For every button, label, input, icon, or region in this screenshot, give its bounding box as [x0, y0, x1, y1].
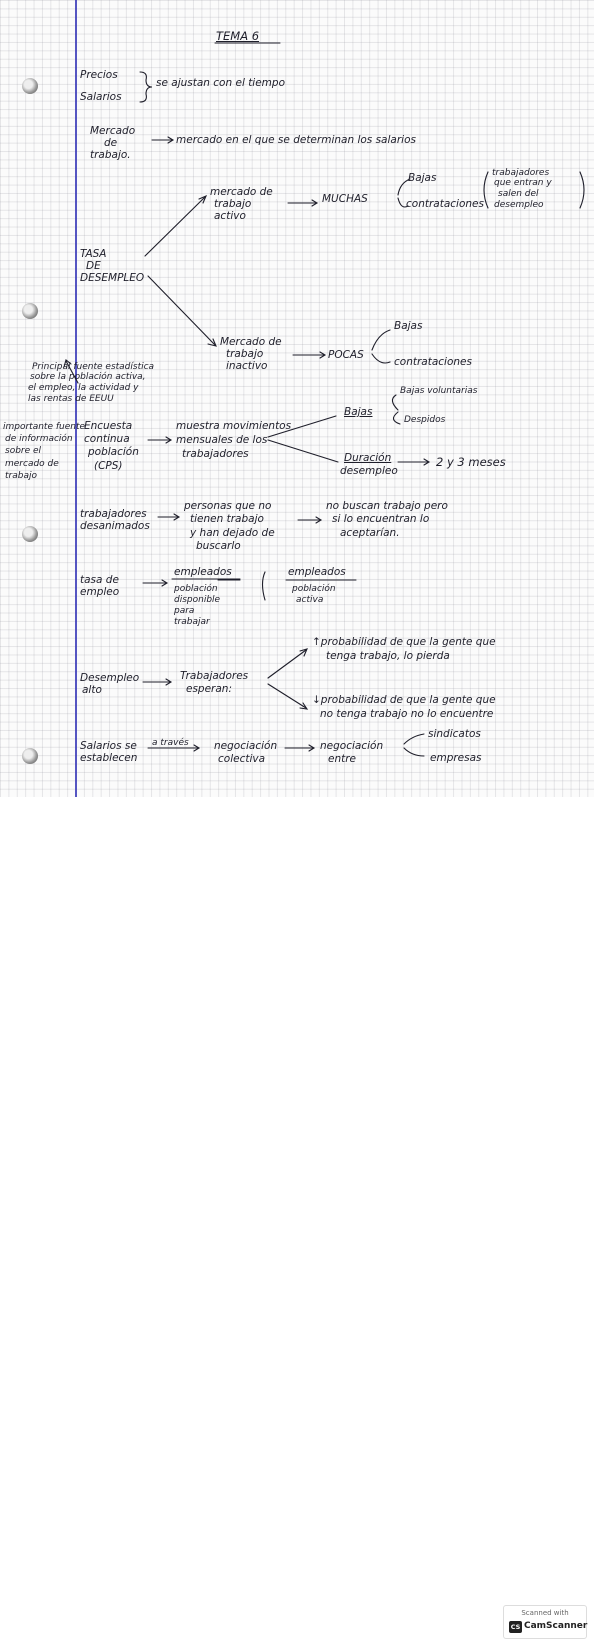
- bajas2-label: Bajas: [394, 320, 423, 332]
- notebook-page: TEMA 6 Precios Salarios se ajustan con e…: [0, 0, 594, 797]
- despidos-label: Despidos: [404, 415, 446, 425]
- desanimados-line-2: desanimados: [80, 520, 150, 532]
- importante-line-1: importante fuente: [3, 422, 86, 432]
- tasa-label-2: DE: [86, 260, 101, 272]
- principal-line-3: el empleo, la actividad y: [28, 383, 139, 393]
- principal-line-1: Principal fuente estadística: [32, 362, 155, 372]
- encuesta-line-2: continua: [84, 433, 130, 445]
- camscanner-badge: Scanned with CS CamScanner: [503, 1605, 587, 1639]
- inactivo-line-3: inactivo: [226, 360, 268, 372]
- mercado-definition: mercado en el que se determinan los sala…: [176, 134, 416, 146]
- encuesta-line-3: población: [88, 446, 139, 458]
- precios-label: Precios: [80, 69, 118, 81]
- tasa-label-3: DESEMPLEO: [80, 272, 145, 284]
- desempleo-alto-line-2: alto: [82, 684, 102, 696]
- frac1-den-1: población: [174, 584, 218, 594]
- margin-line: [75, 0, 77, 797]
- desempleo-alto-line-1: Desempleo: [80, 672, 140, 684]
- pocas-label: POCAS: [328, 349, 364, 361]
- a-traves-label: a través: [152, 738, 189, 748]
- binder-hole: [22, 526, 38, 542]
- prob1-line-1: ↑probabilidad de que la gente que: [312, 636, 496, 648]
- no-buscan-line-3: aceptarían.: [340, 527, 400, 539]
- personas-line-2: tienen trabajo: [190, 513, 264, 525]
- prob2-line-2: no tenga trabajo no lo encuentre: [320, 708, 494, 720]
- frac1-den-3: para: [174, 606, 195, 616]
- prob2-line-1: ↓probabilidad de que la gente que: [312, 694, 496, 706]
- importante-line-5: trabajo: [5, 471, 37, 481]
- empresas-label: empresas: [430, 752, 482, 764]
- personas-line-1: personas que no: [184, 500, 272, 512]
- mercado-label-1: Mercado: [90, 125, 136, 137]
- tasa-empleo-line-2: empleo: [80, 586, 120, 598]
- paren-line-2: que entran y: [494, 178, 552, 188]
- frac1-den-2: disponible: [174, 595, 221, 605]
- paren-line-3: salen del: [498, 189, 539, 199]
- duracion-line-1: Duración: [344, 452, 392, 464]
- activo-line-3: activo: [214, 210, 246, 222]
- muestra-line-2: mensuales de los: [176, 434, 268, 446]
- activo-line-1: mercado de: [210, 186, 273, 198]
- paren-line-4: desempleo: [494, 200, 544, 210]
- ajustan-text: se ajustan con el tiempo: [156, 77, 286, 89]
- contrataciones2-label: contrataciones: [394, 356, 472, 368]
- frac1-den-4: trabajar: [174, 617, 210, 627]
- importante-line-4: mercado de: [5, 459, 59, 469]
- trab-esperan-line-2: esperan:: [186, 683, 232, 695]
- personas-line-3: y han dejado de: [190, 527, 275, 539]
- no-buscan-line-2: si lo encuentran lo: [332, 513, 430, 525]
- binder-hole: [22, 303, 38, 319]
- no-buscan-line-1: no buscan trabajo pero: [326, 500, 448, 512]
- mercado-label-2: de: [104, 137, 118, 149]
- importante-line-2: de información: [5, 434, 73, 444]
- inactivo-line-1: Mercado de: [220, 336, 282, 348]
- prob1-line-2: tenga trabajo, lo pierda: [326, 650, 450, 662]
- negociacion-line-1: negociación: [214, 740, 278, 752]
- scan-footer: Scanned with CS CamScanner: [0, 797, 599, 1639]
- frac2-numerator: empleados: [288, 566, 346, 578]
- scanned-with-text: Scanned with: [521, 1609, 569, 1617]
- importante-line-3: sobre el: [5, 446, 42, 456]
- salarios-est-line-1: Salarios se: [80, 740, 137, 752]
- negociacion-entre-line-1: negociación: [320, 740, 384, 752]
- inactivo-line-2: trabajo: [226, 348, 264, 360]
- bajas3-label: Bajas: [344, 406, 373, 418]
- voluntarias-label: Bajas voluntarias: [400, 386, 478, 396]
- duracion-line-2: desempleo: [340, 465, 398, 477]
- frac2-den-2: activa: [296, 595, 324, 605]
- encuesta-line-4: (CPS): [94, 460, 123, 472]
- desanimados-line-1: trabajadores: [80, 508, 147, 520]
- tasa-label-1: TASA: [80, 248, 107, 260]
- paren-line-1: trabajadores: [492, 168, 550, 178]
- salarios-est-line-2: establecen: [80, 752, 138, 764]
- hand-drawn-strokes: [63, 42, 585, 757]
- salarios-label: Salarios: [80, 91, 122, 103]
- principal-line-2: sobre la población activa,: [30, 372, 146, 382]
- muchas-label: MUCHAS: [322, 193, 368, 205]
- frac1-numerator: empleados: [174, 566, 232, 578]
- bajas-label: Bajas: [408, 172, 437, 184]
- camscanner-name: CamScanner: [524, 1621, 588, 1631]
- muestra-line-1: muestra movimientos: [176, 420, 292, 432]
- personas-line-4: buscarlo: [196, 540, 241, 552]
- contrataciones-label: contrataciones: [406, 198, 484, 210]
- meses-label: 2 y 3 meses: [436, 455, 506, 469]
- sindicatos-label: sindicatos: [428, 728, 481, 740]
- binder-hole: [22, 78, 38, 94]
- mercado-label-3: trabajo.: [90, 149, 131, 161]
- trab-esperan-line-1: Trabajadores: [180, 670, 249, 682]
- principal-line-4: las rentas de EEUU: [28, 394, 114, 404]
- tasa-empleo-line-1: tasa de: [80, 574, 119, 586]
- negociacion-line-2: colectiva: [218, 753, 266, 765]
- page-title: TEMA 6: [216, 29, 260, 43]
- muestra-line-3: trabajadores: [182, 448, 249, 460]
- encuesta-line-1: Encuesta: [84, 420, 133, 432]
- binder-hole: [22, 748, 38, 764]
- frac2-den-1: población: [292, 584, 336, 594]
- negociacion-entre-line-2: entre: [328, 753, 357, 765]
- camscanner-icon: CS: [509, 1621, 522, 1633]
- activo-line-2: trabajo: [214, 198, 252, 210]
